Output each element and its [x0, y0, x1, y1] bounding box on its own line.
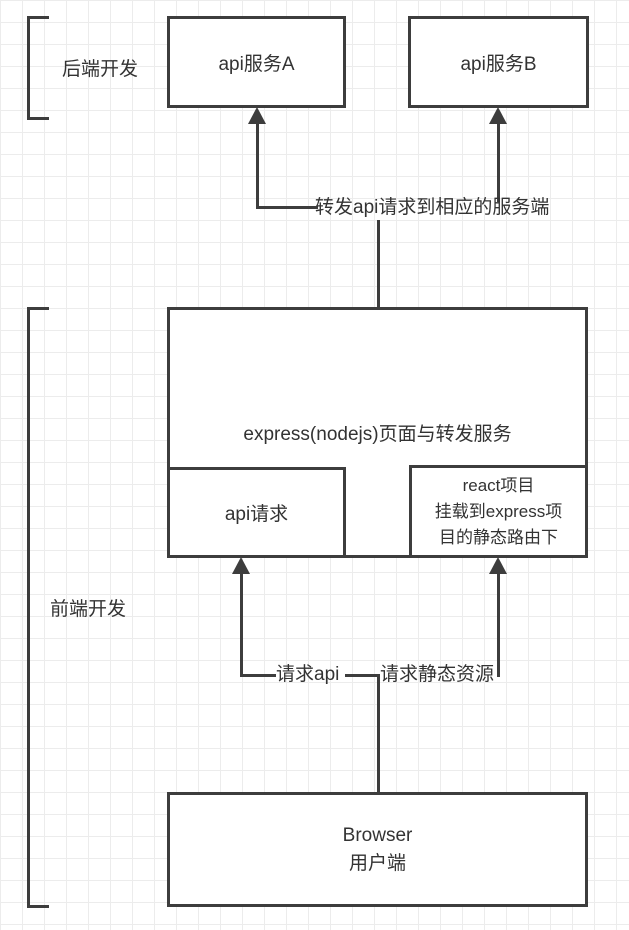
node-api-service-a-label: api服务A [218, 53, 295, 75]
connector-arrow-service-b [497, 122, 500, 202]
backend-bracket-line [27, 16, 30, 120]
frontend-bracket-bottom-tick [27, 905, 49, 908]
backend-group-label: 后端开发 [62, 59, 139, 80]
connector-arrow-static [497, 572, 500, 677]
arrowhead-service-a-icon [248, 107, 266, 124]
node-browser-line1: Browser [342, 824, 413, 846]
connector-arrow-api-request [240, 572, 243, 677]
frontend-group-label: 前端开发 [50, 599, 127, 620]
backend-bracket-top-tick [27, 16, 49, 19]
node-browser: Browser 用户端 [167, 792, 588, 907]
connector-label-to-service-a [256, 206, 318, 209]
node-api-service-b: api服务B [408, 16, 589, 108]
connector-arrow-service-a [256, 122, 259, 209]
node-browser-line2: 用户端 [348, 852, 406, 874]
node-api-request-label: api请求 [224, 504, 289, 525]
connector-request-api-left [240, 674, 276, 677]
frontend-bracket-top-tick [27, 307, 49, 310]
frontend-bracket-line [27, 307, 30, 908]
node-api-request: api请求 [167, 467, 346, 558]
node-api-service-a: api服务A [167, 16, 346, 108]
node-react-static-line1: react项目 [462, 475, 535, 495]
connector-browser-to-labels [377, 674, 380, 792]
connector-request-api-right [345, 674, 378, 677]
node-react-static: react项目 挂载到express项 目的静态路由下 [409, 465, 588, 558]
edge-label-request-api: 请求api [276, 664, 340, 685]
edge-label-forward-api: 转发api请求到相应的服务端 [315, 197, 550, 218]
arrowhead-api-request-icon [232, 557, 250, 574]
backend-bracket-bottom-tick [27, 117, 49, 120]
edge-label-request-static: 请求静态资源 [380, 664, 495, 685]
node-react-static-line3: 目的静态路由下 [439, 527, 558, 547]
arrowhead-static-icon [489, 557, 507, 574]
node-express-server-label: express(nodejs)页面与转发服务 [243, 424, 512, 445]
arrowhead-service-b-icon [489, 107, 507, 124]
node-api-service-b-label: api服务B [460, 53, 537, 75]
node-react-static-line2: 挂载到express项 [434, 501, 563, 521]
connector-express-to-label [377, 220, 380, 307]
